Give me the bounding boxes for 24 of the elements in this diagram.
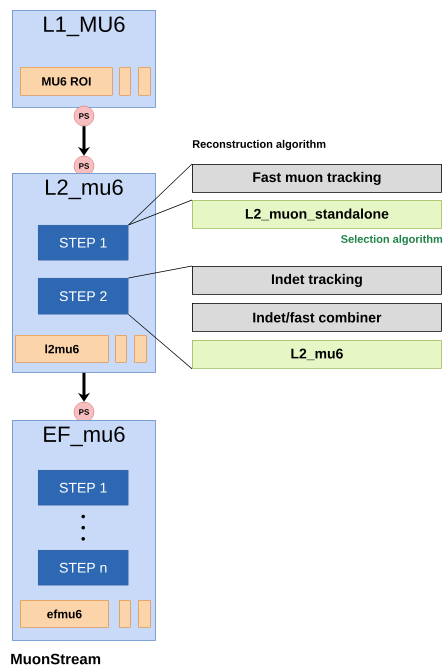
step-box: STEP 1 [38, 470, 128, 506]
algorithm-box: Fast muon tracking [192, 164, 442, 193]
algorithm-box: L2_muon_standalone [192, 200, 442, 229]
algorithm-box: Indet tracking [192, 266, 442, 295]
algorithm-box: L2_mu6 [192, 340, 442, 369]
connector-line [128, 266, 192, 278]
label-box: l2mu6 [15, 335, 109, 363]
empty-box [119, 600, 131, 628]
label-box: efmu6 [20, 600, 109, 628]
step-box: STEP n [38, 550, 128, 586]
stream-label: MuonStream [11, 654, 100, 664]
connector-line [128, 164, 192, 226]
heading-label: Selection algorithm [341, 234, 442, 246]
empty-box [119, 67, 131, 96]
empty-box [115, 335, 127, 363]
empty-box [138, 600, 151, 628]
heading-label: Reconstruction algorithm [192, 140, 326, 150]
algorithm-box: Indet/fast combiner [192, 303, 442, 332]
label-box: MU6 ROI [20, 67, 113, 96]
step-box: STEP 1 [38, 225, 128, 260]
empty-box [138, 67, 151, 96]
empty-box [134, 335, 147, 363]
step-box: STEP 2 [38, 278, 128, 314]
connector-line [128, 314, 192, 370]
